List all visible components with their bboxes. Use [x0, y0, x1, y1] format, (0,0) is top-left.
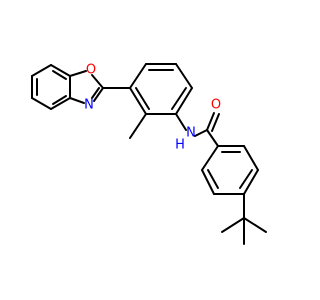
amide-nitrogen-label: N: [186, 126, 196, 141]
benzoxazole-oxazole-ring: [69, 70, 104, 104]
amide-hydrogen-label: H: [175, 138, 185, 153]
oxazole-oxygen-label: O: [86, 63, 96, 78]
bond-methyl: [129, 113, 147, 139]
central-phenyl-ring: [129, 63, 193, 115]
carbonyl-oxygen-label: O: [211, 98, 221, 113]
tert-butylphenyl-ring: [201, 145, 259, 195]
amide-linkage: [175, 112, 220, 147]
molecule-structure-diagram: O N N H O: [31, 63, 267, 245]
tert-butyl-group: [221, 193, 267, 245]
oxazole-nitrogen-label: N: [84, 98, 94, 113]
benzoxazole-benzo-ring: [31, 64, 71, 110]
